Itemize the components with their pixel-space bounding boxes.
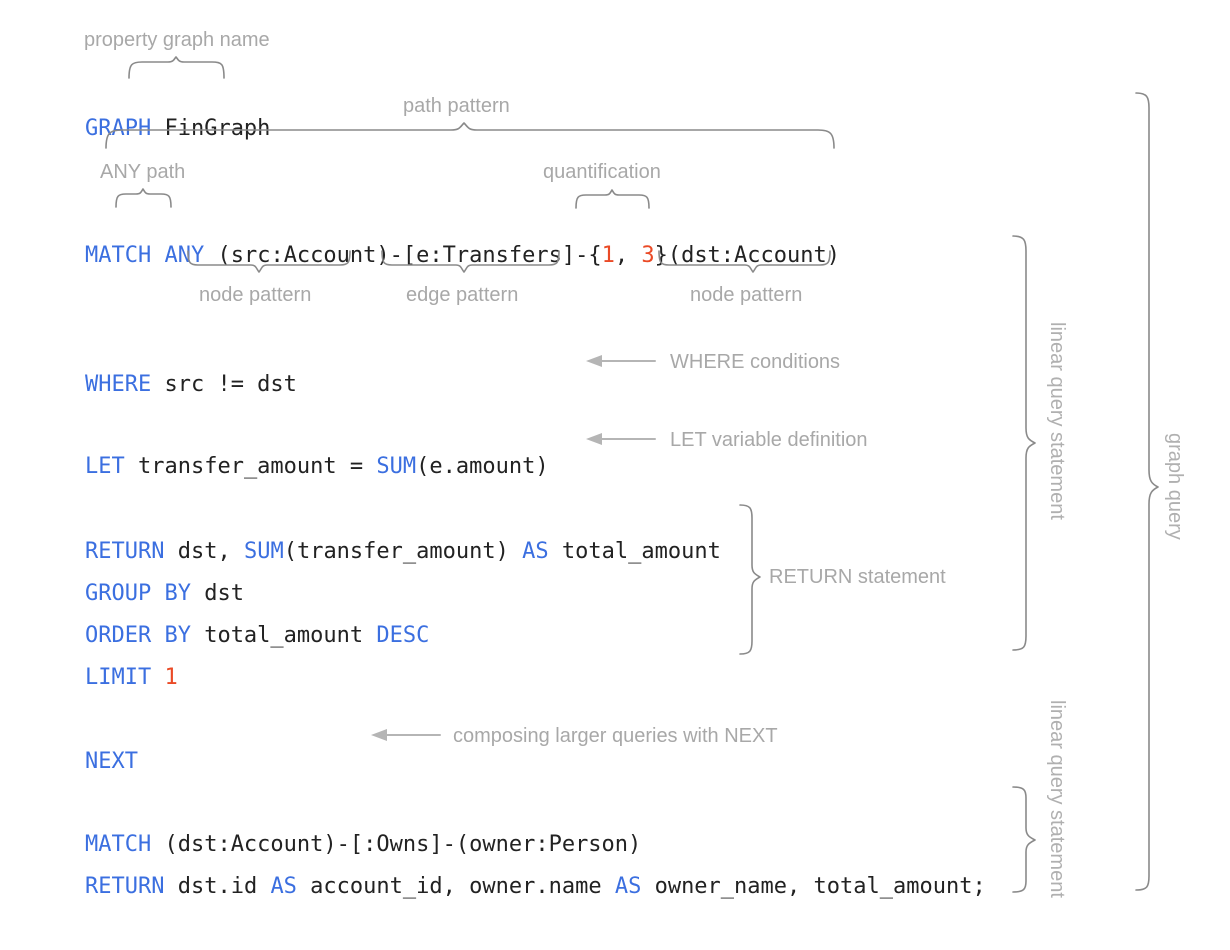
keyword-let: LET xyxy=(84,454,125,479)
code-line-return-2: RETURN dst.id AS account_id, owner.name … xyxy=(32,848,986,926)
keyword-limit: LIMIT xyxy=(84,665,152,690)
annotation-let-variable-definition: LET variable definition xyxy=(670,429,868,451)
brace-linear-query-statement-2 xyxy=(1012,786,1036,893)
keyword-return: RETURN xyxy=(84,539,165,564)
code-line-limit: LIMIT 1 xyxy=(32,639,178,717)
brace-linear-query-statement-1 xyxy=(1012,235,1036,651)
return-sum-argument: (transfer_amount) xyxy=(283,539,523,564)
return-2-projection-1: dst.id xyxy=(164,874,271,899)
keyword-match: MATCH xyxy=(84,243,152,268)
annotation-graph-query: graph query xyxy=(1164,433,1186,540)
brace-return-statement xyxy=(739,504,761,655)
where-condition-expr: src != dst xyxy=(151,372,297,397)
keyword-group-by: GROUP BY xyxy=(84,581,191,606)
function-sum-1: SUM xyxy=(376,454,417,479)
keyword-order-by: ORDER BY xyxy=(84,623,191,648)
keyword-match-2: MATCH xyxy=(84,832,152,857)
annotation-composing-with-next: composing larger queries with NEXT xyxy=(453,725,778,747)
function-sum-2: SUM xyxy=(243,539,284,564)
annotation-edge-pattern: edge pattern xyxy=(406,284,519,306)
order-by-key: total_amount xyxy=(190,623,377,648)
annotation-linear-query-statement-1: linear query statement xyxy=(1046,322,1068,520)
annotation-property-graph-name: property graph name xyxy=(84,29,270,51)
path-pattern-text-right: }(dst:Account) xyxy=(654,243,841,268)
keyword-where: WHERE xyxy=(84,372,152,397)
code-line-match-2: MATCH (dst:Account)-[:Owns]-(owner:Perso… xyxy=(32,806,641,884)
code-line-group-by: GROUP BY dst xyxy=(32,555,244,633)
code-line-next: NEXT xyxy=(32,723,138,801)
brace-property-graph-name xyxy=(128,56,225,79)
limit-value: 1 xyxy=(164,665,178,690)
keyword-as-1: AS xyxy=(522,539,549,564)
annotation-path-pattern: path pattern xyxy=(403,95,510,117)
graph-name-value: FinGraph xyxy=(151,116,271,141)
brace-graph-query xyxy=(1135,92,1159,891)
code-line-return: RETURN dst, SUM(transfer_amount) AS tota… xyxy=(32,513,721,591)
keyword-as-3: AS xyxy=(614,874,642,899)
let-variable-expr: transfer_amount = xyxy=(124,454,377,479)
code-line-graph: GRAPH FinGraph xyxy=(32,90,270,168)
let-sum-argument: (e.amount) xyxy=(416,454,549,479)
keyword-any: ANY xyxy=(164,243,205,268)
arrowhead-let-variable-definition xyxy=(586,433,602,445)
space-2 xyxy=(151,665,164,690)
keyword-next: NEXT xyxy=(84,749,138,774)
annotation-node-pattern-right: node pattern xyxy=(690,284,803,306)
quantifier-lower-bound: 1 xyxy=(601,243,615,268)
path-pattern-text-left: (src:Account)-[e:Transfers]-{ xyxy=(204,243,602,268)
group-by-key: dst xyxy=(190,581,244,606)
keyword-as-2: AS xyxy=(270,874,297,899)
arrowhead-where-conditions xyxy=(586,355,602,367)
return-2-projection-2: account_id, owner.name xyxy=(296,874,615,899)
quantifier-upper-bound: 3 xyxy=(641,243,655,268)
annotation-quantification: quantification xyxy=(543,161,661,183)
quantifier-separator: , xyxy=(614,243,642,268)
arrowhead-composing-with-next xyxy=(371,729,387,741)
keyword-graph: GRAPH xyxy=(84,116,152,141)
brace-quantification xyxy=(575,189,650,209)
return-2-projection-3: owner_name, total_amount; xyxy=(641,874,986,899)
match-2-pattern: (dst:Account)-[:Owns]-(owner:Person) xyxy=(151,832,642,857)
code-line-where: WHERE src != dst xyxy=(32,346,297,424)
annotation-where-conditions: WHERE conditions xyxy=(670,351,841,373)
code-line-order-by: ORDER BY total_amount DESC xyxy=(32,597,429,675)
annotation-any-path: ANY path xyxy=(100,161,186,183)
keyword-desc: DESC xyxy=(376,623,430,648)
annotation-linear-query-statement-2: linear query statement xyxy=(1046,700,1068,898)
code-line-let: LET transfer_amount = SUM(e.amount) xyxy=(32,428,549,506)
annotation-return-statement: RETURN statement xyxy=(769,566,946,588)
return-alias-1: total_amount xyxy=(548,539,721,564)
annotation-node-pattern-left: node pattern xyxy=(199,284,312,306)
space-1 xyxy=(151,243,164,268)
return-projection-1: dst, xyxy=(164,539,244,564)
brace-any-path xyxy=(115,188,172,208)
keyword-return-2: RETURN xyxy=(84,874,165,899)
